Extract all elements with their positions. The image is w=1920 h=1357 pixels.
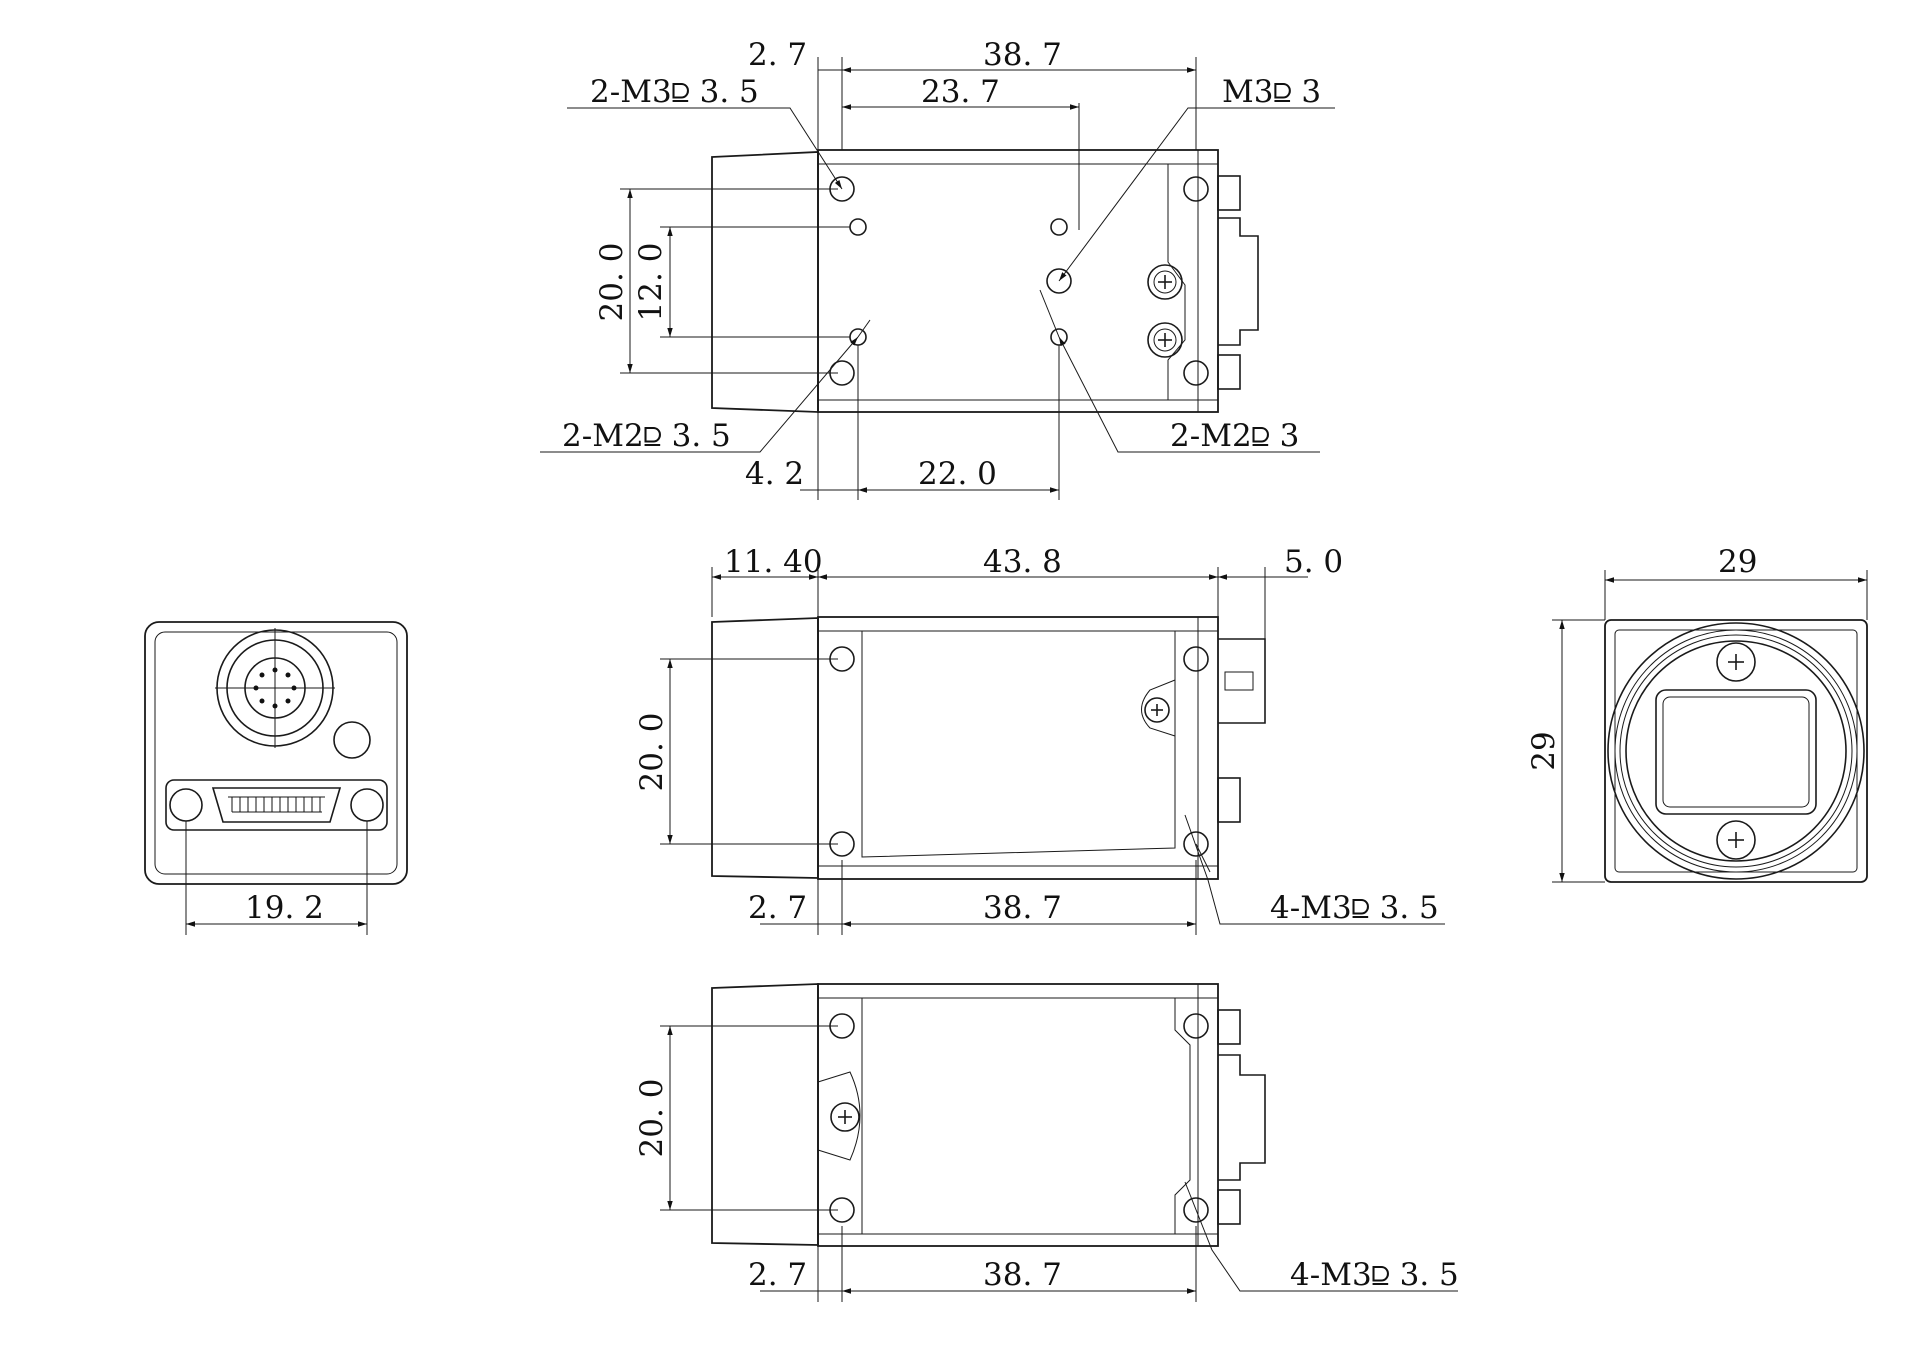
callout-label: 2-M2⫒ 3: [1170, 418, 1299, 454]
lens-mount-ring: [1607, 622, 1865, 880]
dim-label: 19. 2: [245, 890, 324, 926]
dim-label: 11. 40: [724, 544, 823, 580]
screw-icon: [1716, 642, 1756, 682]
dim-label: 12. 0: [633, 243, 669, 322]
dim-label: 38. 7: [983, 37, 1062, 73]
lens-barrel-side: [711, 617, 819, 879]
camera-front-body: [1604, 619, 1868, 883]
mount-hole: [1183, 1013, 1209, 1039]
dim-label: 29: [1526, 731, 1562, 770]
dim-label: 38. 7: [983, 890, 1062, 926]
camera-body-top: [817, 149, 1219, 413]
dim-label: 2. 7: [748, 37, 807, 73]
power-connector-icon: [215, 628, 335, 748]
screw-icon: [1147, 264, 1183, 300]
rear-view: 19. 2: [144, 621, 408, 935]
dim-label: 4. 2: [745, 456, 804, 492]
callout-label: 4-M3⫒ 3. 5: [1290, 1257, 1459, 1293]
connector-pin: [1217, 354, 1241, 390]
dim-label: 43. 8: [983, 544, 1062, 580]
connector-pin: [1217, 777, 1241, 823]
side-view: 11. 40 43. 8 5. 0 20. 0 2. 7 38. 7 4-M3⫒…: [634, 544, 1445, 935]
status-led-icon: [333, 721, 371, 759]
mount-hole: [1183, 831, 1209, 857]
lens-barrel-bottom: [711, 983, 819, 1246]
mount-hole: [849, 218, 867, 236]
connector-pin: [1217, 175, 1241, 211]
dim-label: 20. 0: [594, 243, 630, 322]
data-connector: [165, 779, 388, 831]
dim-label: 5. 0: [1284, 544, 1343, 580]
screw-icon: [1716, 820, 1756, 860]
bottom-view: 20. 0 2. 7 38. 7 4-M3⫒ 3. 5: [634, 983, 1459, 1302]
callout-label: 4-M3⫒ 3. 5: [1270, 890, 1439, 926]
connector-pin: [1217, 1189, 1241, 1225]
callout-label: 2-M3⫒ 3. 5: [590, 74, 759, 110]
screw-icon: [1144, 697, 1170, 723]
callout-label: M3⫒ 3: [1222, 74, 1321, 110]
front-view: 29 29: [1526, 544, 1868, 883]
dim-label: 2. 7: [748, 890, 807, 926]
dim-label: 38. 7: [983, 1257, 1062, 1293]
mount-hole: [1183, 646, 1209, 672]
dim-label: 20. 0: [634, 713, 670, 792]
image-sensor: [1655, 689, 1817, 815]
screw-icon: [1147, 322, 1183, 358]
camera-body-bottom: [817, 983, 1219, 1247]
mount-hole: [1183, 176, 1209, 202]
mount-hole: [1050, 218, 1068, 236]
screw-icon: [830, 1102, 860, 1132]
connector-pin: [1217, 1009, 1241, 1045]
data-connector-port: [211, 787, 342, 823]
mount-hole: [1183, 1197, 1209, 1223]
mount-hole: [1046, 268, 1072, 294]
dim-label: 29: [1718, 544, 1757, 580]
dim-label: 2. 7: [748, 1257, 807, 1293]
camera-body-side: [817, 616, 1219, 880]
top-view: 2. 7 38. 7 23. 7 2-M3⫒ 3. 5 M3⫒ 3 2-M2⫒ …: [540, 37, 1335, 500]
camera-rear-body: [144, 621, 408, 885]
dim-label: 23. 7: [921, 74, 1000, 110]
dim-label: 20. 0: [634, 1079, 670, 1158]
mount-hole: [1183, 360, 1209, 386]
callout-label: 2-M2⫒ 3. 5: [562, 418, 731, 454]
dim-label: 22. 0: [918, 456, 997, 492]
